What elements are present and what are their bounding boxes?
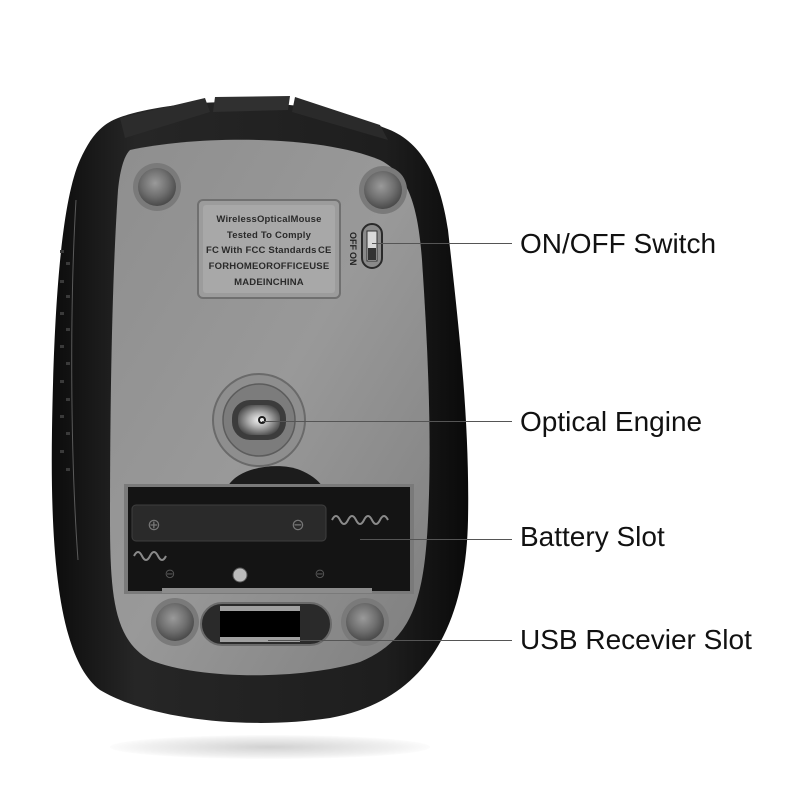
leader-line-battery xyxy=(360,539,512,540)
usb-receiver-slot xyxy=(200,602,332,646)
svg-text:OFF: OFF xyxy=(348,232,358,250)
svg-text:⊖: ⊖ xyxy=(291,515,304,534)
label-plate: WirelessOpticalMouse Tested To Comply Wi… xyxy=(197,199,341,299)
leader-line-optical xyxy=(262,421,512,422)
leader-line-usb xyxy=(268,640,512,641)
svg-text:With FCC Standards: With FCC Standards xyxy=(221,245,316,256)
leader-line-switch xyxy=(372,243,512,244)
mouse-feet xyxy=(133,163,407,646)
svg-text:WirelessOpticalMouse: WirelessOpticalMouse xyxy=(216,214,321,225)
callout-usb-receiver-slot: USB Recevier Slot xyxy=(520,624,752,655)
svg-text:MADEINCHINA: MADEINCHINA xyxy=(234,277,304,288)
svg-text:Tested To Comply: Tested To Comply xyxy=(227,230,312,241)
callout-battery-slot: Battery Slot xyxy=(520,521,665,552)
svg-text:⊖: ⊖ xyxy=(165,567,176,582)
svg-text:FC: FC xyxy=(206,245,219,256)
svg-text:FORHOMEOROFFICEUSE: FORHOMEOROFFICEUSE xyxy=(209,261,330,272)
callout-on-off-switch: ON/OFF Switch xyxy=(520,228,717,259)
on-off-switch: OFF ON xyxy=(348,223,383,269)
svg-text:⊖: ⊖ xyxy=(315,567,326,582)
svg-text:⊕: ⊕ xyxy=(147,515,160,534)
battery-compartment: ⊕ ⊖ ⊖ ⊖ xyxy=(124,466,414,594)
mouse-shadow xyxy=(110,735,430,759)
callout-optical-engine: Optical Engine xyxy=(520,406,703,437)
optical-sensor xyxy=(212,373,306,467)
svg-text:ON: ON xyxy=(348,252,358,266)
svg-text:CE: CE xyxy=(318,245,332,256)
